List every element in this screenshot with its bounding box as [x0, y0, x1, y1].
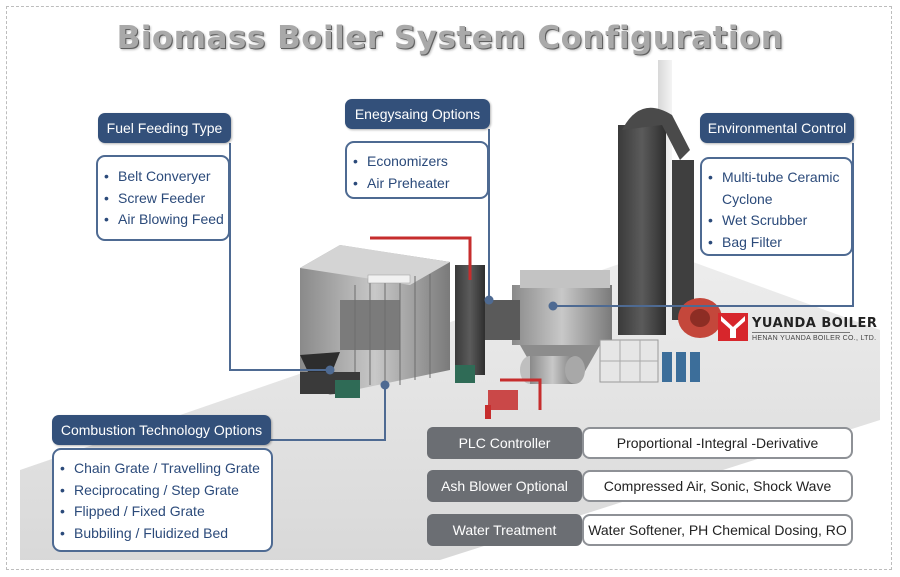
plc-controller-value: Proportional -Integral -Derivative	[582, 427, 853, 459]
environmental-header: Environmental Control	[700, 113, 854, 143]
energy-saving-item: Air Preheater	[347, 173, 487, 195]
environmental-item-continued: Cyclone	[722, 190, 773, 207]
combustion-item: Flipped / Fixed Grate	[54, 501, 271, 523]
combustion-header: Combustion Technology Options	[52, 415, 271, 445]
page-title: Biomass Boiler System Configuration	[116, 20, 784, 56]
logo-divider	[752, 332, 850, 333]
dashed-frame	[6, 6, 892, 570]
environmental-box: Multi-tube Ceramic Cyclone Wet Scrubber …	[700, 157, 853, 256]
fuel-feeding-item: Belt Converyer	[98, 166, 228, 188]
scrubber-tower	[618, 125, 666, 335]
logo-name: YUANDA BOILER	[752, 316, 878, 331]
bag-filter	[512, 285, 612, 345]
environmental-item: Multi-tube Ceramic	[702, 167, 851, 189]
fuel-feeding-box: Belt Converyer Screw Feeder Air Blowing …	[96, 155, 230, 241]
yuanda-logo-icon	[718, 313, 748, 341]
ash-blower-value: Compressed Air, Sonic, Shock Wave	[582, 470, 853, 502]
energy-saving-header: Enegysaing Options	[345, 99, 490, 129]
logo-subtitle: HENAN YUANDA BOILER CO., LTD.	[752, 335, 877, 342]
energy-saving-item: Economizers	[347, 151, 487, 173]
combustion-item: Reciprocating / Step Grate	[54, 480, 271, 502]
connector-combustion	[263, 385, 386, 441]
combustion-item: Bubbiling / Fluidized Bed	[54, 523, 271, 545]
connector-lines	[229, 129, 854, 441]
fuel-feeding-header: Fuel Feeding Type	[98, 113, 231, 143]
connector-environmental	[553, 143, 854, 307]
environmental-item: Wet Scrubber	[702, 210, 851, 232]
plc-controller-label: PLC Controller	[427, 427, 582, 459]
water-treatment-value: Water Softener, PH Chemical Dosing, RO	[582, 514, 853, 546]
ash-blower-label: Ash Blower Optional	[427, 470, 582, 502]
environmental-item: Bag Filter	[702, 232, 851, 254]
economizer	[455, 265, 485, 375]
water-treatment-label: Water Treatment	[427, 514, 582, 546]
fuel-feeding-item: Screw Feeder	[98, 188, 228, 210]
connector-fuel	[229, 143, 330, 371]
combustion-box: Chain Grate / Travelling Grate Reciproca…	[52, 448, 273, 552]
combustion-item: Chain Grate / Travelling Grate	[54, 458, 271, 480]
energy-saving-box: Economizers Air Preheater	[345, 141, 489, 199]
fuel-feeding-item: Air Blowing Feed	[98, 209, 228, 231]
